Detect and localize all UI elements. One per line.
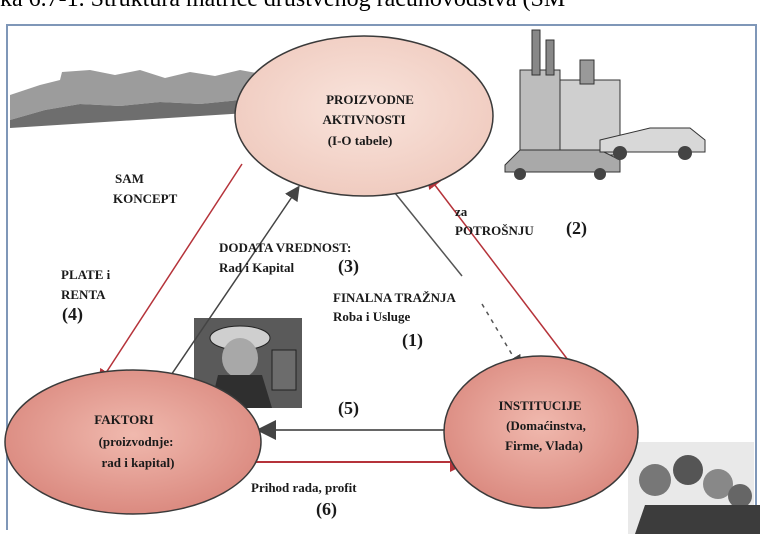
family-image — [628, 442, 760, 534]
label-value-added-num: (3) — [338, 256, 359, 276]
node-institutions-line3: Firme, Vlada) — [505, 438, 583, 453]
label-wages-line2: RENTA — [61, 287, 106, 302]
node-production-line1: PROIZVODNE — [326, 92, 414, 107]
skyline-image — [10, 70, 262, 128]
arrow-consumption — [426, 173, 569, 361]
factory-image — [504, 29, 706, 180]
label-income-num: (6) — [316, 499, 337, 519]
label-consumption-line2: POTROŠNJU — [455, 223, 534, 238]
label-sam: SAM — [115, 171, 144, 186]
figure-frame — [6, 24, 757, 530]
label-final-demand-line2: Roba i Usluge — [333, 309, 411, 324]
node-production-line3: (I-O tabele) — [328, 133, 393, 148]
node-factors — [4, 369, 262, 515]
label-wages-num: (4) — [62, 304, 83, 324]
label-value-added-line2: Rad i Kapital — [219, 260, 295, 275]
label-final-demand-num: (1) — [402, 330, 423, 350]
node-factors-line3: rad i kapital) — [102, 455, 175, 470]
label-income-line: Prihod rada, profit — [251, 480, 357, 495]
label-consumption-line1: za — [455, 204, 468, 219]
label-final-demand-line1: FINALNA TRAŽNJA — [333, 290, 456, 305]
node-production-line2: AKTIVNOSTI — [322, 112, 405, 127]
node-institutions-line1: INSTITUCIJE — [498, 398, 581, 413]
node-factors-line2: (proizvodnje: — [99, 434, 174, 449]
node-factors-line1: FAKTORI — [94, 412, 153, 427]
label-transfer-num: (5) — [338, 398, 359, 418]
figure-caption: ka 6.7-1. Struktura matrice društvenog r… — [0, 0, 761, 13]
node-institutions-line2: (Domaćinstva, — [506, 418, 586, 433]
arrow-value-added — [164, 185, 300, 385]
arrow-final-demand-line — [394, 192, 463, 277]
arrow-wages-rent — [98, 163, 243, 385]
node-production — [234, 35, 494, 197]
label-concept: KONCEPT — [113, 191, 178, 206]
arrow-final-demand — [481, 303, 522, 371]
label-wages-line1: PLATE i — [61, 267, 111, 282]
label-value-added-line1: DODATA VREDNOST: — [219, 240, 352, 255]
node-institutions — [443, 355, 639, 509]
label-consumption-num: (2) — [566, 218, 587, 238]
firefighter-image — [194, 318, 302, 408]
